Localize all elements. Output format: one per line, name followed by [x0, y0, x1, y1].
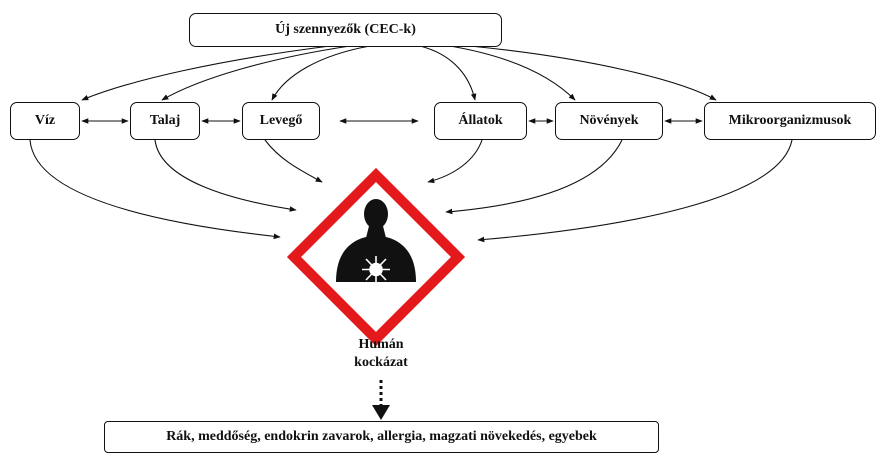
- arrow-levego-hazard: [264, 139, 323, 183]
- arrow-top-novenyek: [449, 45, 576, 101]
- source-label-levego: Levegő: [259, 113, 303, 128]
- health-hazard-icon: [286, 167, 466, 347]
- arrow-top-viz: [81, 45, 331, 101]
- top-to-source-arrows: [81, 45, 717, 101]
- source-node-novenyek: Növények: [555, 102, 663, 140]
- arrow-top-allatok: [419, 45, 477, 101]
- arrow-top-levego: [271, 45, 371, 101]
- human-risk-label: Humán kockázat: [331, 336, 431, 372]
- source-label-allatok: Állatok: [458, 113, 503, 128]
- outcome-node-label: Rák, meddőség, endokrin zavarok, allergi…: [166, 429, 597, 444]
- arrow-top-talaj: [161, 45, 351, 101]
- human-risk-label-line2: kockázat: [354, 355, 408, 370]
- risk-to-outcome-arrowhead: [372, 405, 390, 420]
- source-label-mikro: Mikroorganizmusok: [728, 113, 852, 128]
- arrow-allatok-hazard: [427, 139, 483, 184]
- arrow-mikro-hazard: [477, 139, 793, 243]
- cec-top-node-label: Új szennyezők (CEC-k): [275, 22, 416, 37]
- cec-top-node: Új szennyezők (CEC-k): [189, 13, 502, 47]
- source-node-allatok: Állatok: [434, 102, 527, 140]
- arrow-talaj-hazard: [154, 139, 297, 212]
- source-to-hazard-arrows: [29, 139, 793, 243]
- source-node-mikro: Mikroorganizmusok: [704, 102, 876, 140]
- arrow-viz-hazard: [29, 139, 281, 240]
- source-label-talaj: Talaj: [149, 113, 181, 128]
- health-burst-mark: [362, 256, 390, 283]
- arrow-novenyek-hazard: [445, 139, 623, 215]
- source-node-viz: Víz: [10, 102, 80, 140]
- source-node-talaj: Talaj: [130, 102, 200, 140]
- arrow-top-mikro: [469, 45, 717, 101]
- source-label-viz: Víz: [34, 113, 56, 128]
- source-label-novenyek: Növények: [579, 113, 639, 128]
- source-node-levego: Levegő: [242, 102, 320, 140]
- outcome-node: Rák, meddőség, endokrin zavarok, allergi…: [104, 421, 659, 453]
- human-risk-label-line1: Humán: [358, 337, 404, 352]
